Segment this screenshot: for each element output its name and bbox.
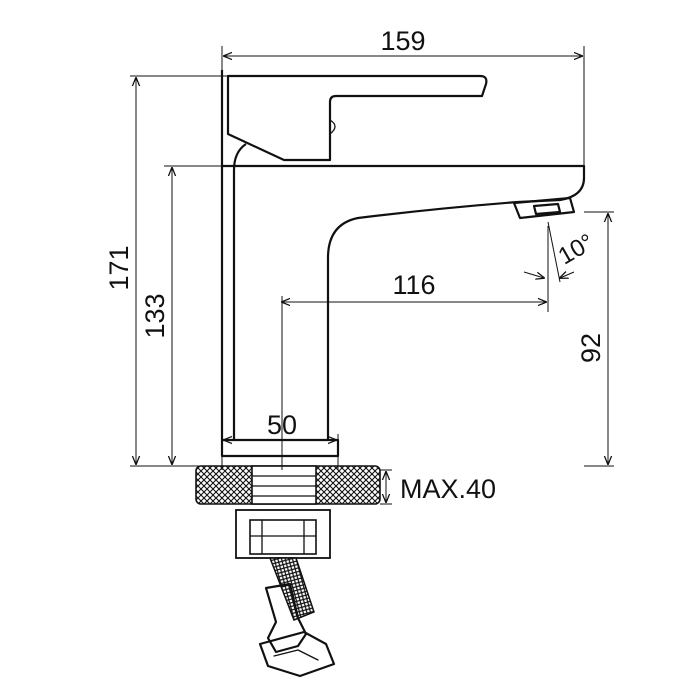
- label-outlet-height: 92: [576, 333, 606, 363]
- body-neck-curve: [232, 143, 247, 440]
- mounting-hardware: [195, 465, 381, 678]
- lever-cap-bump: [329, 119, 336, 135]
- hose-hex-nut: [258, 630, 336, 678]
- lever-handle: [226, 74, 488, 162]
- label-overall-width: 159: [380, 26, 425, 56]
- cartridge-block: [222, 164, 586, 204]
- label-spout-height: 133: [140, 293, 170, 338]
- label-spout-reach: 116: [392, 270, 435, 300]
- spout-upper-edge: [326, 200, 519, 440]
- label-base-diameter: 50: [267, 410, 297, 440]
- dimension-lines: [130, 46, 614, 505]
- hose-fitting: [264, 582, 308, 654]
- label-overall-height: 171: [104, 245, 134, 290]
- aerator: [532, 202, 562, 216]
- threaded-shank: [251, 465, 317, 505]
- spout-outlet: [512, 196, 576, 220]
- nut-fitting: [249, 519, 317, 555]
- label-max-mount: MAX.40: [400, 474, 496, 504]
- faucet-outline: [220, 70, 586, 458]
- dimension-labels: 159 171 133 116 50 92 10° MAX.40: [104, 26, 606, 504]
- base-flange: [220, 438, 340, 458]
- label-outlet-angle: 10°: [554, 229, 599, 271]
